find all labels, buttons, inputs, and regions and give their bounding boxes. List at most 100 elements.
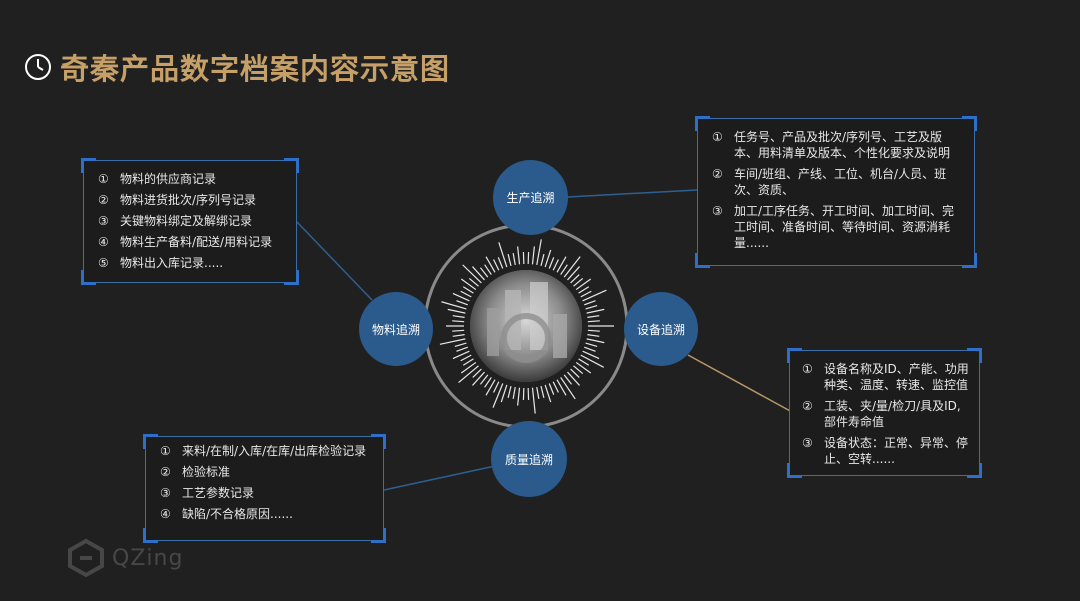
list-item: ⑤ 物料出入库记录..... (98, 255, 282, 271)
tick-mark (462, 286, 474, 294)
tick-mark (582, 350, 600, 360)
tick-mark (456, 346, 468, 352)
item-number: ⑤ (98, 256, 109, 270)
node-material: 物料追溯 (359, 292, 433, 366)
item-number: ② (712, 167, 723, 181)
tick-mark (454, 342, 467, 347)
tick-mark (479, 267, 489, 278)
tick-mark (500, 384, 508, 403)
tick-mark (472, 266, 485, 281)
tick-mark (462, 264, 482, 284)
watermark: QZing (66, 538, 183, 578)
tick-mark (575, 361, 592, 374)
page-title: 奇秦产品数字档案内容示意图 (60, 52, 451, 86)
tick-mark (460, 278, 477, 291)
tick-mark (497, 257, 504, 269)
tick-mark (462, 358, 474, 366)
tick-mark (573, 277, 584, 287)
tick-mark (531, 387, 536, 414)
tick-mark (584, 300, 596, 306)
title-area: 奇秦产品数字档案内容示意图 (24, 46, 450, 88)
item-number: ③ (98, 214, 109, 228)
item-number: ④ (160, 507, 171, 521)
tick-mark (452, 292, 470, 302)
tick-mark (452, 329, 465, 332)
item-number: ② (802, 399, 813, 413)
tick-mark (456, 300, 468, 306)
tick-mark (507, 254, 512, 266)
tick-mark (485, 379, 496, 396)
tick-mark (570, 368, 580, 378)
material-connector (296, 221, 373, 301)
tick-mark (452, 315, 465, 318)
tick-mark (468, 277, 479, 287)
item-text: 工艺参数记录 (182, 486, 255, 500)
tick-mark (570, 274, 580, 284)
tick-mark (585, 342, 598, 347)
tick-mark (493, 259, 500, 271)
item-text: 物料的供应商记录 (120, 172, 217, 186)
tick-mark (517, 246, 521, 265)
tick-mark (536, 386, 540, 399)
tick-mark (512, 386, 516, 399)
tick-mark (556, 256, 567, 273)
tick-mark (485, 256, 496, 273)
item-number: ③ (802, 436, 813, 450)
tick-mark (580, 354, 604, 368)
item-text: 设备名称及ID、产能、功用种类、温度、转速、监控值 (824, 362, 969, 392)
tick-mark (460, 290, 472, 298)
tick-mark (563, 256, 581, 278)
qzing-logo-icon (68, 538, 104, 578)
item-number: ① (98, 172, 109, 186)
tick-mark (544, 384, 552, 403)
node-production: 生产追溯 (493, 160, 568, 235)
tick-mark (536, 239, 542, 266)
tick-mark (548, 257, 555, 269)
tick-mark (556, 379, 567, 396)
node-quality: 质量追溯 (491, 421, 567, 497)
tick-mark (582, 289, 607, 302)
tick-mark (586, 338, 605, 344)
item-text: 物料出入库记录..... (120, 256, 224, 270)
tick-mark (458, 365, 479, 384)
item-number: ① (160, 444, 171, 458)
watermark-text: QZing (112, 545, 184, 571)
production-connector (567, 189, 698, 198)
item-text: 加工/工序任务、开工时间、加工时间、完工时间、准备时间、等待时间、资源消耗量..… (734, 204, 955, 250)
tick-mark (460, 354, 472, 362)
tick-mark (452, 320, 465, 323)
tick-mark (587, 320, 600, 323)
item-number: ② (160, 465, 171, 479)
tick-mark (479, 374, 489, 385)
quality-connector (383, 465, 496, 491)
clock-icon (25, 54, 51, 80)
tick-mark (492, 383, 504, 408)
tick-mark (484, 264, 492, 275)
list-item: ① 物料的供应商记录 (98, 171, 282, 187)
tick-mark (585, 305, 598, 310)
tick-mark (498, 242, 508, 268)
tick-mark (472, 371, 485, 386)
tick-mark (567, 371, 580, 386)
equipment-connector (687, 354, 793, 413)
tick-mark (587, 315, 600, 318)
tick-mark (563, 374, 573, 385)
tick-mark (544, 249, 552, 268)
item-number: ① (712, 130, 723, 144)
tick-mark (567, 266, 580, 281)
